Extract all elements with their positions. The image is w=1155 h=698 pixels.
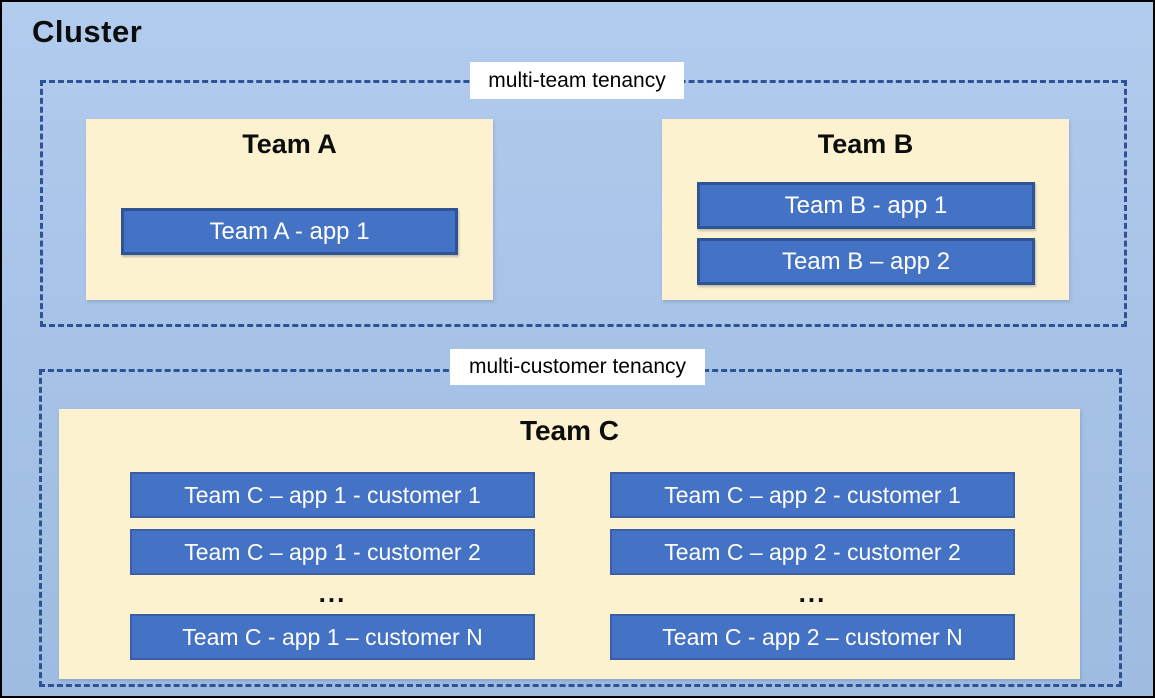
team-c-app2-customer-2: Team C – app 2 - customer 2 [610, 529, 1015, 575]
team-c-app2-customer-n: Team C - app 2 – customer N [610, 614, 1015, 660]
team-c-app2-ellipsis: ... [798, 577, 827, 608]
team-c-box: Team C Team C – app 1 - customer 1 Team … [59, 409, 1080, 679]
team-c-title: Team C [519, 415, 620, 446]
team-b-title: Team B [817, 129, 914, 159]
team-a-box: Team A Team A - app 1 [86, 119, 493, 300]
multi-team-tenancy-label: multi-team tenancy [470, 62, 684, 99]
team-c-app1-customer-2: Team C – app 1 - customer 2 [130, 529, 535, 575]
team-a-app-1: Team A - app 1 [121, 208, 458, 255]
team-a-title: Team A [242, 129, 337, 159]
team-b-app-2: Team B – app 2 [697, 238, 1035, 285]
team-c-app2-customer-1: Team C – app 2 - customer 1 [610, 472, 1015, 518]
team-b-box: Team B Team B - app 1 Team B – app 2 [662, 119, 1069, 300]
multi-customer-tenancy-label: multi-customer tenancy [450, 349, 705, 385]
team-b-app-1: Team B - app 1 [697, 182, 1035, 229]
team-c-app1-customer-1: Team C – app 1 - customer 1 [130, 472, 535, 518]
team-c-app1-customer-n: Team C - app 1 – customer N [130, 614, 535, 660]
cluster-title: Cluster [32, 14, 143, 49]
team-c-app1-ellipsis: ... [318, 577, 347, 608]
